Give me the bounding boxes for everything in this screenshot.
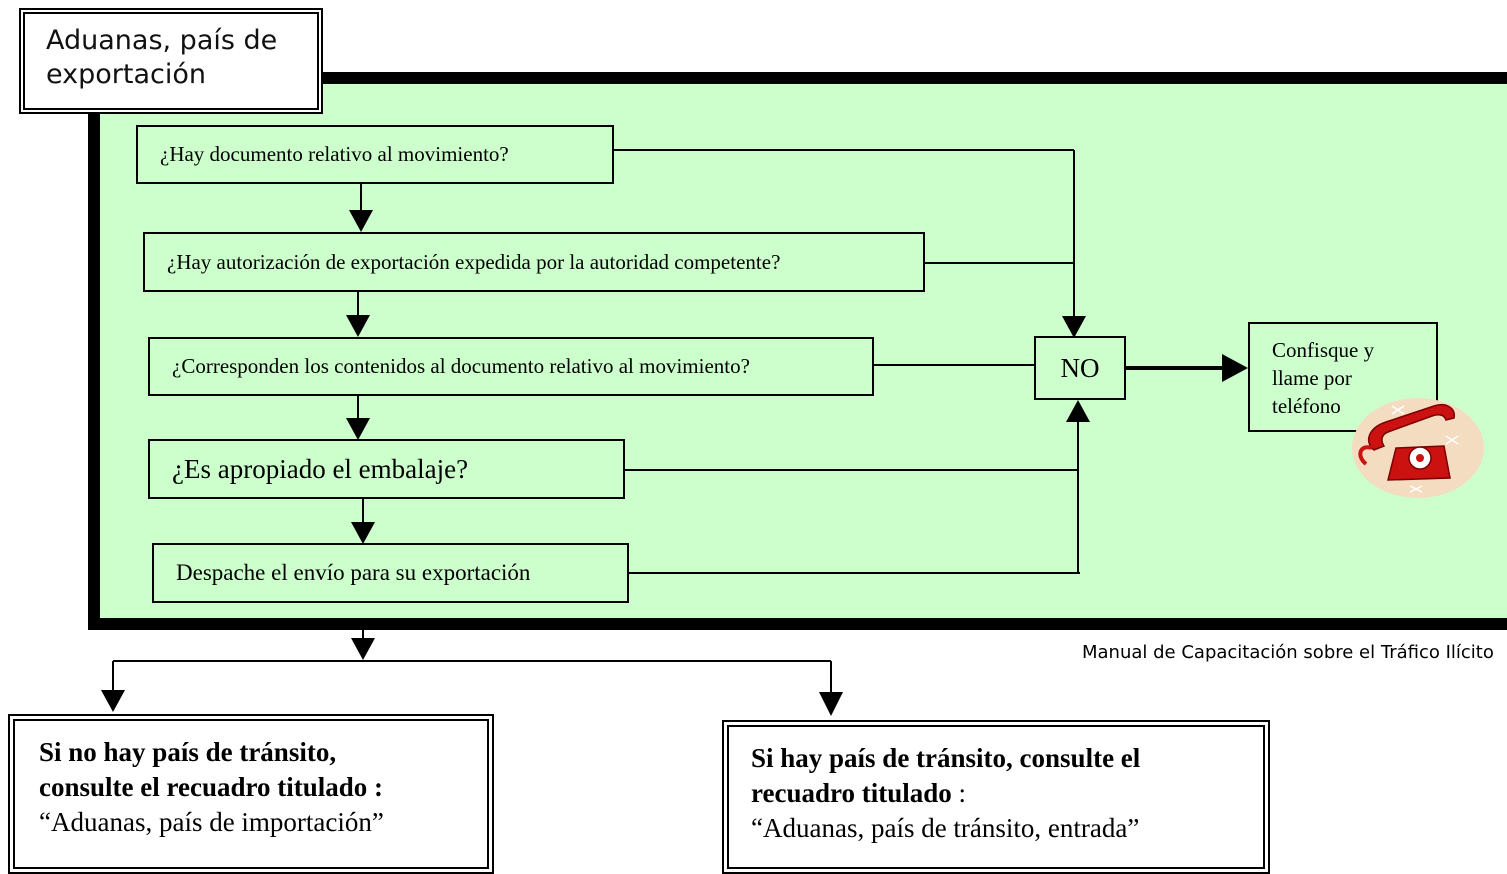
no-decision-box: NO bbox=[1034, 336, 1126, 400]
no-transit-ref: “Aduanas, país de importación” bbox=[39, 807, 384, 837]
arrow-head bbox=[351, 638, 375, 660]
transit-ref: “Aduanas, país de tránsito, entrada” bbox=[751, 813, 1140, 843]
arrow-head bbox=[819, 692, 843, 716]
question-packaging: ¿Es apropiado el embalaje? bbox=[148, 439, 625, 499]
arrow-head bbox=[1062, 316, 1086, 338]
arrow-head bbox=[351, 522, 375, 544]
no-transit-line2: consulte el recuadro titulado : bbox=[39, 772, 383, 802]
confiscate-line2: llame por bbox=[1272, 366, 1352, 390]
diagram-title: Aduanas, país de exportación bbox=[46, 25, 278, 90]
arrow-head bbox=[101, 690, 125, 712]
confiscate-line3: teléfono bbox=[1272, 394, 1341, 418]
no-transit-box: Si no hay país de tránsito, consulte el … bbox=[8, 714, 494, 874]
transit-line2: recuadro titulado : bbox=[751, 778, 967, 808]
question-authorization: ¿Hay autorización de exportación expedid… bbox=[143, 232, 925, 292]
transit-box: Si hay país de tránsito, consulte el rec… bbox=[722, 720, 1270, 874]
arrow-head bbox=[346, 418, 370, 440]
arrow-head bbox=[1222, 354, 1248, 382]
arrow-head bbox=[1066, 400, 1090, 422]
arrow-head bbox=[349, 210, 373, 232]
question-contents: ¿Corresponden los contenidos al document… bbox=[148, 337, 874, 396]
dispatch-shipment: Despache el envío para su exportación bbox=[152, 543, 629, 603]
title-box bbox=[19, 8, 323, 114]
arrow-head bbox=[346, 315, 370, 337]
confiscate-line1: Confisque y bbox=[1272, 338, 1375, 362]
no-transit-line1: Si no hay país de tránsito, bbox=[39, 737, 337, 767]
transit-line1: Si hay país de tránsito, consulte el bbox=[751, 743, 1141, 773]
question-document: ¿Hay documento relativo al movimiento? bbox=[136, 125, 614, 184]
footer-note: Manual de Capacitación sobre el Tráfico … bbox=[1082, 642, 1494, 663]
telephone-icon bbox=[1352, 398, 1484, 498]
